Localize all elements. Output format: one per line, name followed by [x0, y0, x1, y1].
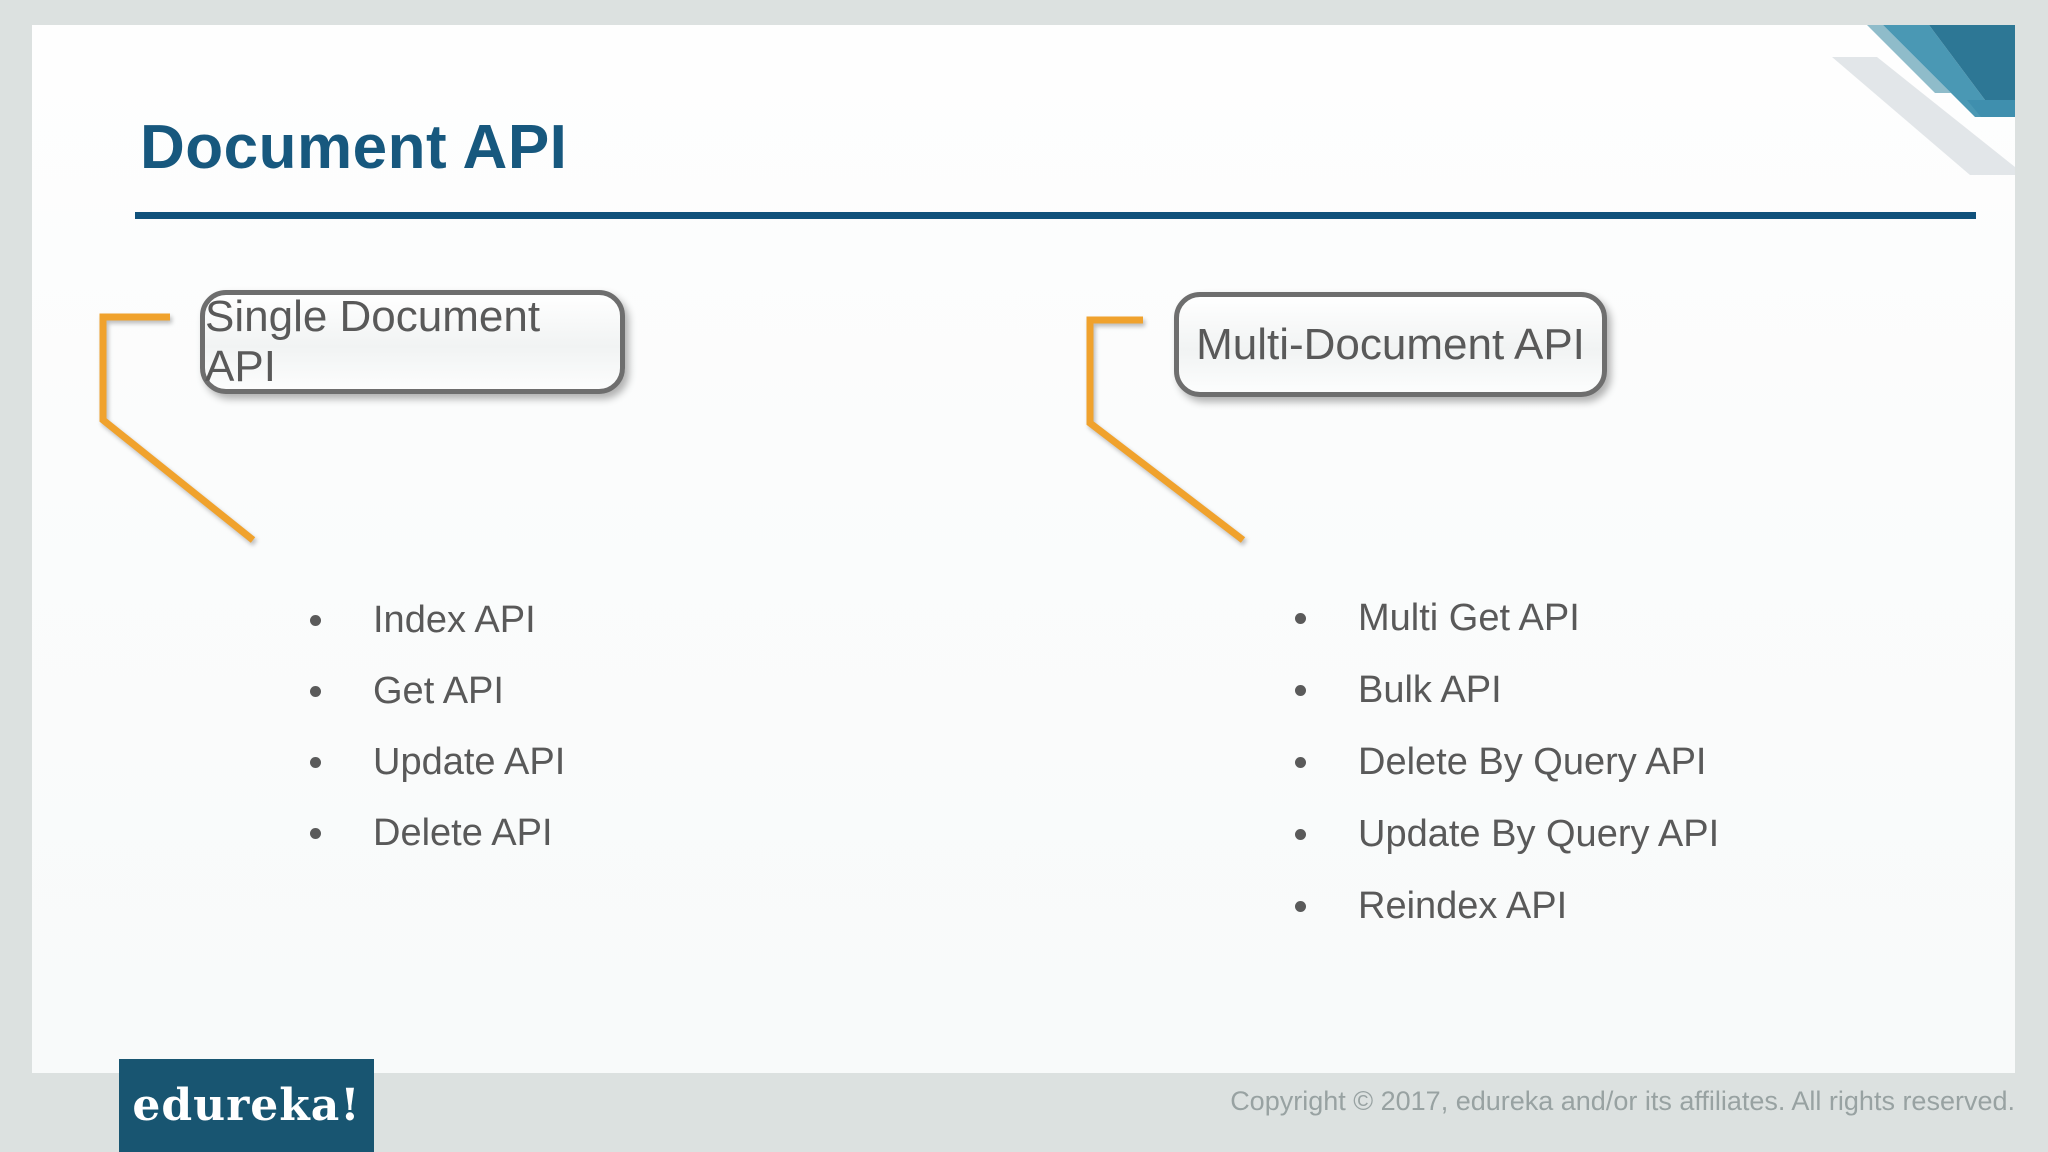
corner-decoration-icon [1832, 25, 2015, 175]
bullet-icon [310, 756, 321, 768]
bullet-icon [1295, 900, 1306, 912]
single-document-api-box: Single Document API [200, 290, 625, 394]
list-item: Get API [310, 667, 565, 715]
api-item-label: Index API [373, 598, 536, 641]
multi-document-api-list: Multi Get API Bulk API Delete By Query A… [1295, 594, 1719, 954]
copyright-text: Copyright © 2017, edureka and/or its aff… [1230, 1086, 2015, 1116]
list-item: Bulk API [1295, 666, 1719, 714]
bullet-icon [1295, 612, 1306, 624]
api-item-label: Delete By Query API [1358, 740, 1707, 783]
bullet-icon [1295, 684, 1306, 696]
list-item: Delete API [310, 809, 565, 857]
list-item: Delete By Query API [1295, 738, 1719, 786]
edureka-logo-text: edureka! [132, 1080, 361, 1131]
multi-document-api-label: Multi-Document API [1196, 319, 1585, 369]
slide-canvas: Document API Single Document API Multi-D… [32, 25, 2015, 1073]
bullet-icon [1295, 756, 1306, 768]
multi-document-api-box: Multi-Document API [1174, 292, 1607, 397]
title-underline [135, 212, 1976, 219]
api-item-label: Bulk API [1358, 668, 1502, 711]
api-item-label: Get API [373, 669, 504, 712]
bullet-icon [1295, 828, 1306, 840]
api-item-label: Reindex API [1358, 884, 1568, 927]
bullet-icon [310, 685, 321, 697]
list-item: Update By Query API [1295, 810, 1719, 858]
list-item: Reindex API [1295, 882, 1719, 930]
api-item-label: Multi Get API [1358, 596, 1580, 639]
list-item: Index API [310, 596, 565, 644]
api-item-label: Update API [373, 740, 566, 783]
bullet-icon [310, 614, 321, 626]
edureka-logo: edureka! [119, 1059, 374, 1152]
api-item-label: Update By Query API [1358, 812, 1720, 855]
api-item-label: Delete API [373, 811, 553, 854]
single-document-api-list: Index API Get API Update API Delete API [310, 596, 565, 880]
list-item: Update API [310, 738, 565, 786]
page-title: Document API [140, 113, 568, 182]
bullet-icon [310, 827, 321, 839]
single-document-api-label: Single Document API [205, 292, 541, 391]
list-item: Multi Get API [1295, 594, 1719, 642]
